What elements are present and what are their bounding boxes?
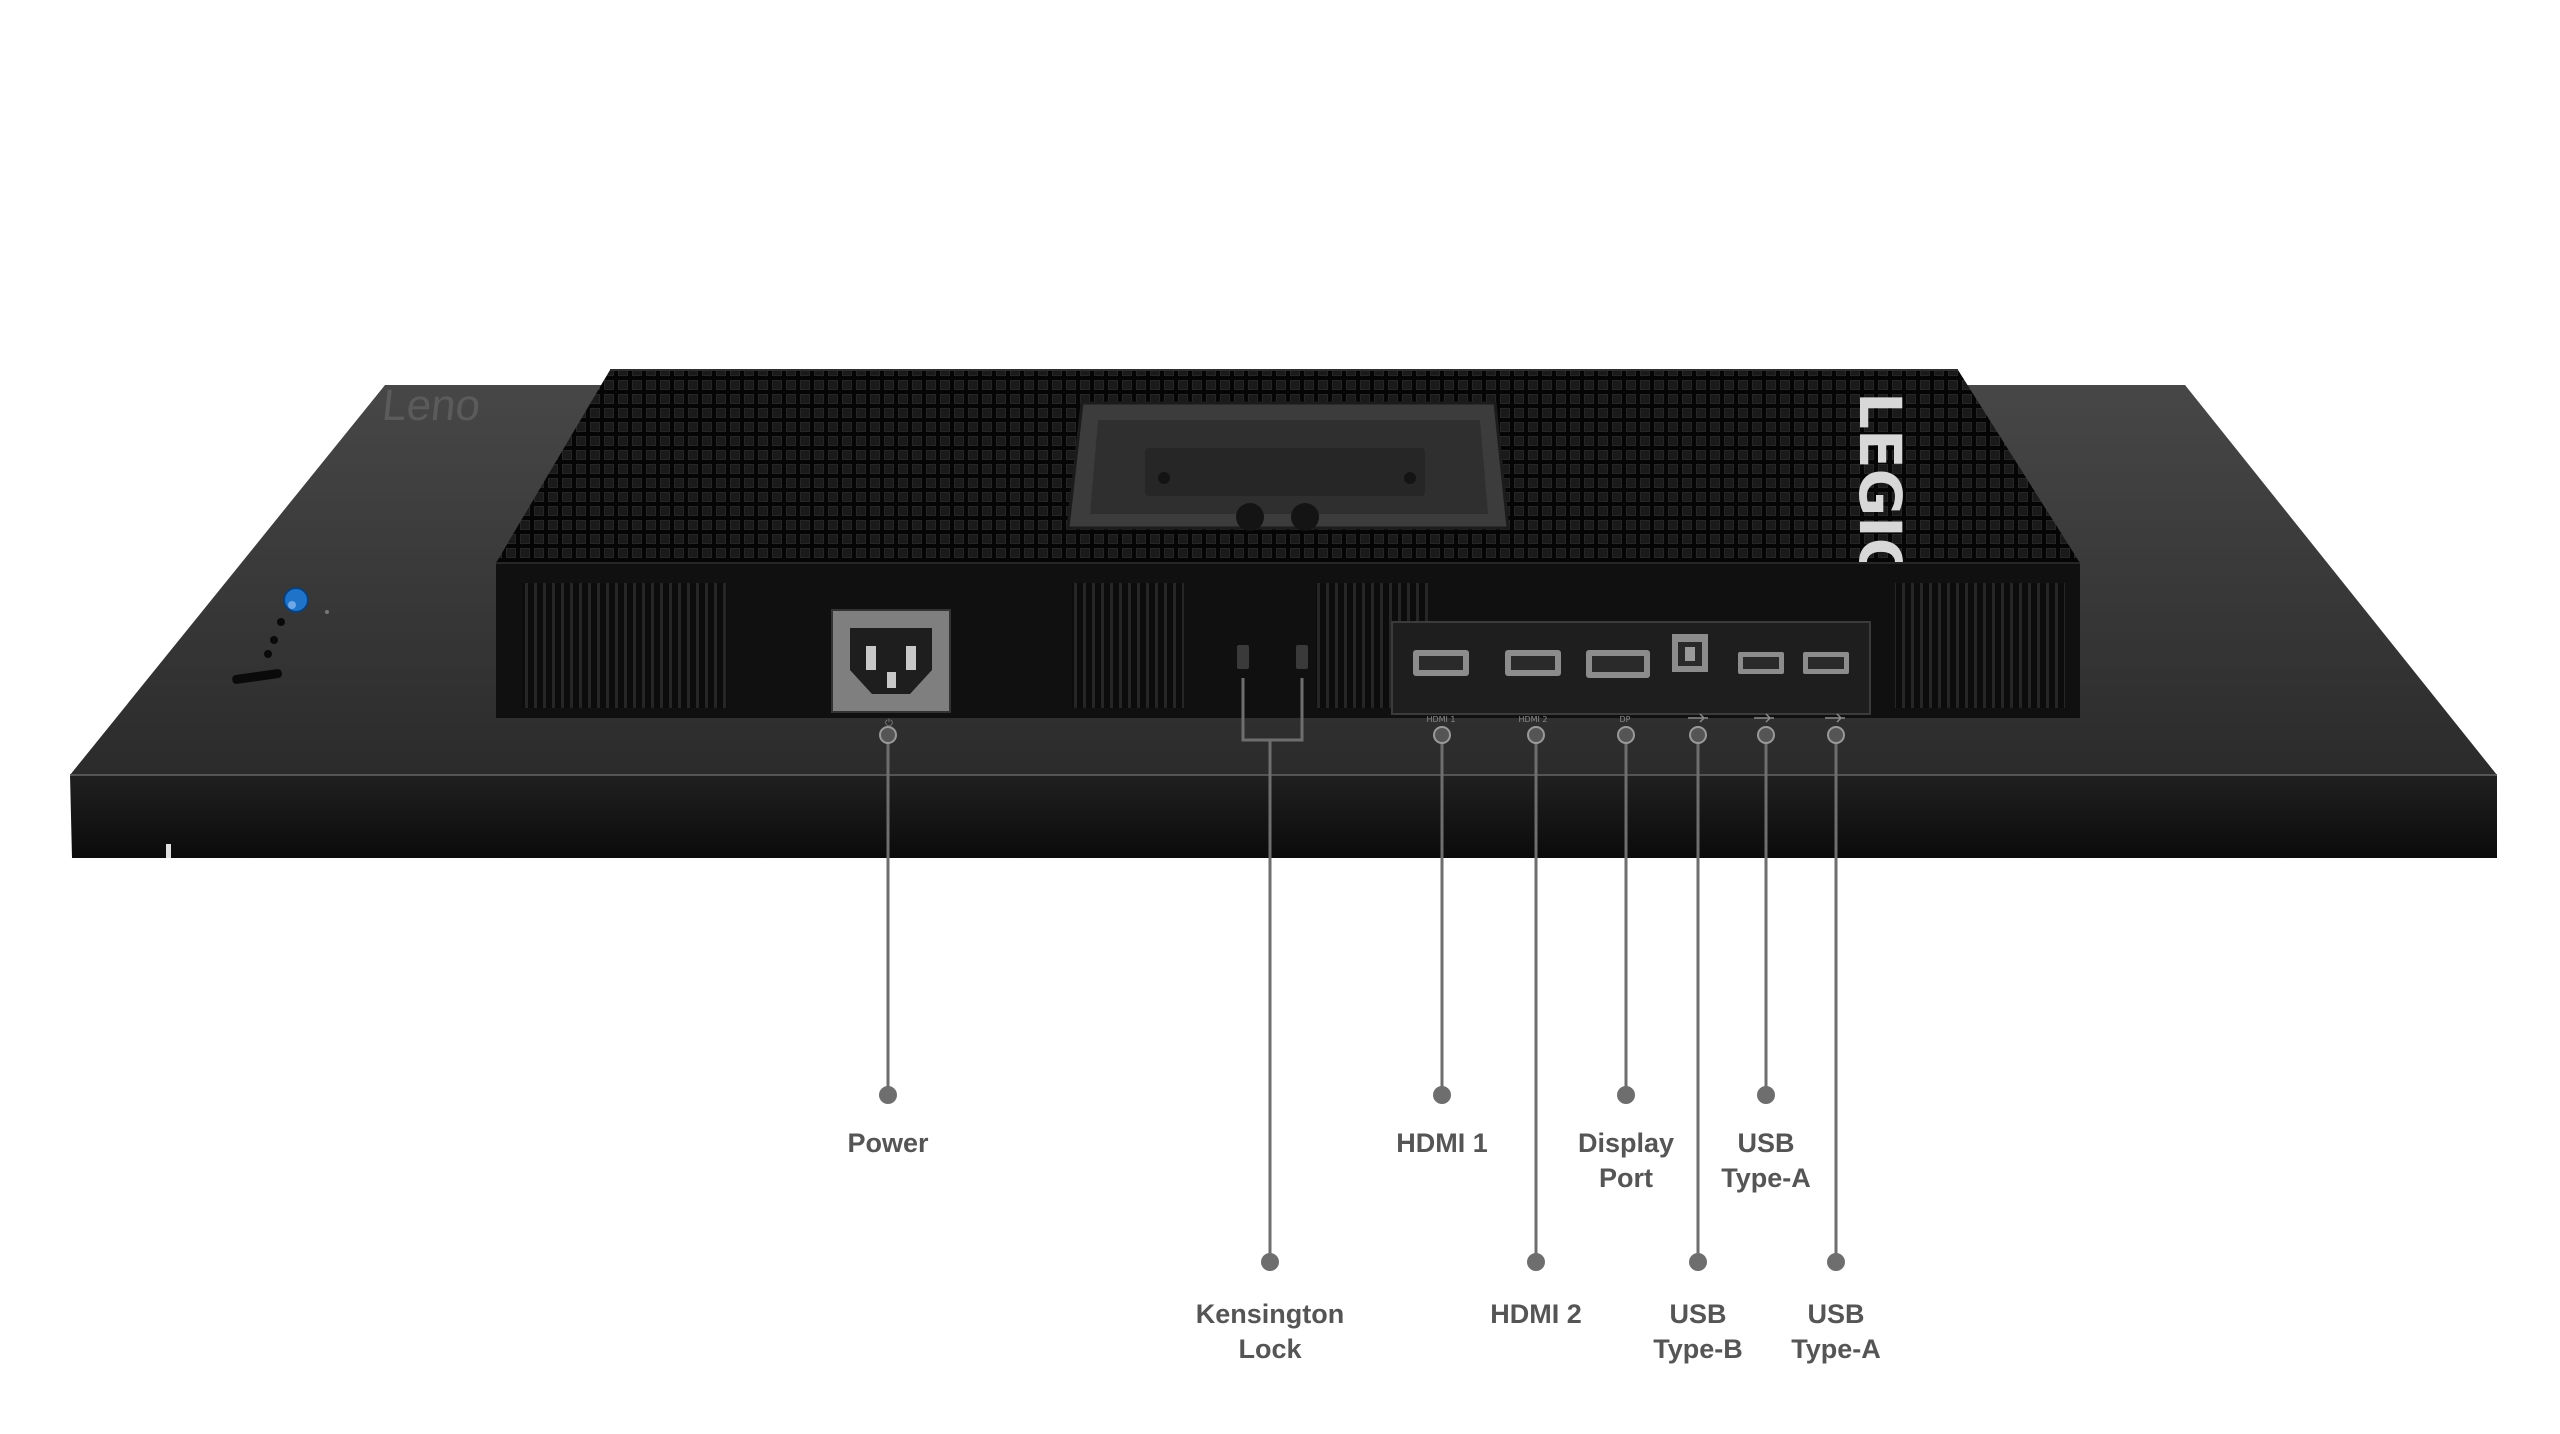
hdmi1-port [1413, 650, 1469, 676]
callout-line: Kensington [1195, 1299, 1345, 1329]
edge-marker [166, 844, 171, 858]
callout-line: Type-A [1791, 1334, 1881, 1364]
monitor-chassis-edge [70, 775, 2497, 858]
callout-dots [879, 726, 1845, 1271]
brand-text: Leno [380, 381, 483, 430]
callout-kensington-lock: Kensington Lock [1196, 1297, 1345, 1367]
callout-line: USB [1737, 1128, 1795, 1158]
power-inlet [831, 609, 951, 713]
callout-line: HDMI 1 [1396, 1128, 1488, 1158]
hdmi2-marking: HDMI 2 [1518, 715, 1547, 724]
vent-right [1895, 583, 2065, 708]
kensington-slot-right [1296, 645, 1308, 669]
usb-symbol-icon [1688, 713, 1845, 723]
callout-line: USB [1669, 1299, 1727, 1329]
callout-displayport: Display Port [1578, 1126, 1674, 1196]
callout-line: Type-B [1653, 1334, 1743, 1364]
vent-left [522, 583, 727, 708]
joystick-button [283, 587, 309, 613]
callout-hdmi1: HDMI 1 [1396, 1126, 1488, 1161]
callout-usb-type-a-2: USB Type-A [1791, 1297, 1881, 1367]
hdmi2-port [1505, 650, 1561, 676]
callout-line: Power [847, 1128, 929, 1158]
callout-usb-type-b: USB Type-B [1653, 1297, 1743, 1367]
callout-line: Type-A [1721, 1163, 1811, 1193]
callout-line: USB [1807, 1299, 1865, 1329]
usb-a-port-1 [1738, 652, 1784, 674]
power-symbol-icon: ⏻ [885, 718, 893, 729]
usb-b-port [1672, 634, 1708, 672]
control-buttons [232, 587, 329, 684]
callout-usb-type-a-1: USB Type-A [1721, 1126, 1811, 1196]
callout-line: HDMI 2 [1490, 1299, 1582, 1329]
callout-line: Port [1598, 1163, 1653, 1193]
hdmi1-marking: HDMI 1 [1426, 715, 1455, 724]
callout-hdmi2: HDMI 2 [1490, 1297, 1582, 1332]
vent-center-left [1072, 583, 1184, 708]
kensington-slot-left [1237, 645, 1249, 669]
usb-a-port-2 [1803, 652, 1849, 674]
power-button [232, 669, 282, 684]
callout-line: Display [1577, 1128, 1675, 1158]
callout-power: Power [847, 1126, 928, 1161]
displayport-port [1586, 650, 1650, 678]
callout-line: Lock [1238, 1334, 1302, 1364]
callout-lines [886, 678, 1838, 1262]
dp-marking: DP [1620, 715, 1631, 724]
